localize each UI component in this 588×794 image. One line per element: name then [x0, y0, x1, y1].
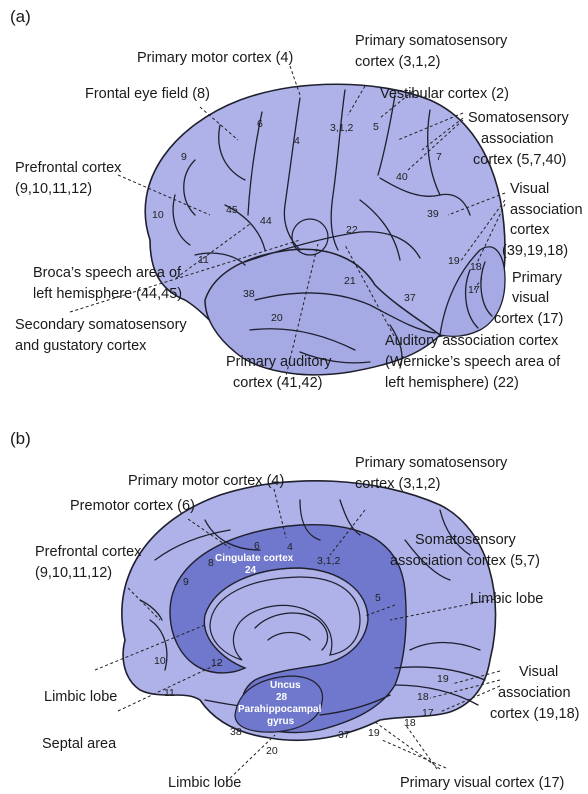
- label-primary-motor-b: Primary motor cortex (4): [128, 473, 284, 489]
- label-visual-assoc-b-3: cortex (19,18): [490, 706, 579, 722]
- label-limbic-lobe-left: Limbic lobe: [44, 689, 117, 705]
- label-primary-visual-a-1: Primary: [512, 270, 563, 286]
- area-4: 4: [294, 135, 300, 147]
- area-b-38: 38: [230, 726, 242, 738]
- label-visual-assoc-a-4: (39,19,18): [502, 243, 568, 259]
- label-visual-assoc-b-2: association: [498, 685, 571, 701]
- label-septal: Septal area: [42, 736, 117, 752]
- area-19: 19: [448, 255, 460, 267]
- label-primary-visual-a-2: visual: [512, 290, 549, 306]
- label-primary-visual-b: Primary visual cortex (17): [400, 775, 564, 791]
- label-primary-auditory-1: Primary auditory: [226, 354, 332, 370]
- area-b-4: 4: [287, 541, 293, 553]
- area-40: 40: [396, 171, 408, 183]
- label-visual-assoc-a-2: association: [510, 202, 583, 218]
- area-b-11: 11: [164, 687, 175, 699]
- label-secondary-somato-2: and gustatory cortex: [15, 338, 147, 354]
- area-39: 39: [427, 208, 439, 220]
- label-primary-auditory-2: cortex (41,42): [233, 375, 322, 391]
- label-primary-somato-a-2: cortex (3,1,2): [355, 54, 440, 70]
- label-parahippo-1: Parahippocampal: [238, 704, 322, 715]
- label-uncus-1: Uncus: [270, 680, 301, 691]
- area-b-18-upper: 18: [417, 691, 429, 703]
- label-visual-assoc-b-1: Visual: [519, 664, 558, 680]
- label-prefrontal-b-2: (9,10,11,12): [35, 565, 112, 581]
- panel-b-tag: (b): [10, 429, 31, 448]
- area-17: 17: [468, 284, 480, 296]
- label-visual-assoc-a-1: Visual: [510, 181, 549, 197]
- label-primary-somato-b-2: cortex (3,1,2): [355, 476, 440, 492]
- area-b-6: 6: [254, 540, 260, 552]
- lateral-brain-illustration: 6 4 3,1,2 5 7 9 40 39 10 45 44 22 11 21 …: [145, 84, 505, 375]
- label-somato-assoc-b-2: association cortex (5,7): [390, 553, 540, 569]
- label-auditory-assoc-2: (Wernicke’s speech area of: [385, 354, 561, 370]
- area-b-12: 12: [211, 657, 223, 669]
- label-primary-motor-a: Primary motor cortex (4): [137, 50, 293, 66]
- label-prefrontal-a-2: (9,10,11,12): [15, 181, 92, 197]
- label-primary-somato-b-1: Primary somatosensory: [355, 455, 508, 471]
- label-somato-assoc-b-1: Somatosensory: [415, 532, 516, 548]
- label-prefrontal-a-1: Prefrontal cortex: [15, 160, 122, 176]
- label-broca-2: left hemisphere (44,45): [33, 286, 182, 302]
- area-b-18-lower: 18: [404, 717, 416, 729]
- area-5: 5: [373, 121, 379, 133]
- label-auditory-assoc-1: Auditory association cortex: [385, 333, 559, 349]
- area-3-1-2: 3,1,2: [330, 122, 354, 134]
- area-45: 45: [226, 204, 238, 216]
- area-21: 21: [344, 275, 356, 287]
- area-b-17: 17: [422, 707, 434, 719]
- area-b-37: 37: [338, 729, 350, 741]
- label-somato-assoc-a-1: Somatosensory: [468, 110, 569, 126]
- area-44: 44: [260, 215, 272, 227]
- area-b-5: 5: [375, 592, 381, 604]
- area-37: 37: [404, 292, 416, 304]
- area-9: 9: [181, 151, 187, 163]
- label-broca-1: Broca’s speech area of: [33, 265, 182, 281]
- area-20: 20: [271, 312, 283, 324]
- label-limbic-lobe-bottom: Limbic lobe: [168, 775, 241, 791]
- label-primary-somato-a-1: Primary somatosensory: [355, 33, 508, 49]
- area-6: 6: [257, 118, 263, 130]
- area-38: 38: [243, 288, 255, 300]
- area-22: 22: [346, 224, 358, 236]
- area-b-3-1-2: 3,1,2: [317, 555, 341, 567]
- label-secondary-somato-1: Secondary somatosensory: [15, 317, 187, 333]
- label-vestibular: Vestibular cortex (2): [380, 86, 509, 102]
- area-b-19-upper: 19: [437, 673, 449, 685]
- area-18: 18: [470, 261, 482, 273]
- label-limbic-lobe-right: Limbic lobe: [470, 591, 543, 607]
- area-11: 11: [198, 254, 209, 266]
- area-7: 7: [436, 151, 442, 163]
- label-cingulate-1: Cingulate cortex: [215, 553, 294, 564]
- label-somato-assoc-a-2: association: [481, 131, 554, 147]
- area-b-10: 10: [154, 655, 166, 667]
- area-b-20: 20: [266, 745, 278, 757]
- panel-a-tag: (a): [10, 7, 31, 26]
- label-premotor: Premotor cortex (6): [70, 498, 195, 514]
- area-b-9: 9: [183, 576, 189, 588]
- label-uncus-2: 28: [276, 692, 288, 703]
- label-somato-assoc-a-3: cortex (5,7,40): [473, 152, 567, 168]
- label-auditory-assoc-3: left hemisphere) (22): [385, 375, 519, 391]
- area-10: 10: [152, 209, 164, 221]
- label-frontal-eye: Frontal eye field (8): [85, 86, 210, 102]
- label-parahippo-2: gyrus: [267, 716, 295, 727]
- label-cingulate-2: 24: [245, 565, 257, 576]
- label-prefrontal-b-1: Prefrontal cortex: [35, 544, 142, 560]
- label-visual-assoc-a-3: cortex: [510, 222, 550, 238]
- medial-brain-illustration: Cingulate cortex 24 Uncus 28 Parahippoca…: [122, 481, 496, 757]
- area-b-8: 8: [208, 557, 214, 569]
- label-primary-visual-a-3: cortex (17): [494, 311, 563, 327]
- area-b-19-lower: 19: [368, 727, 380, 739]
